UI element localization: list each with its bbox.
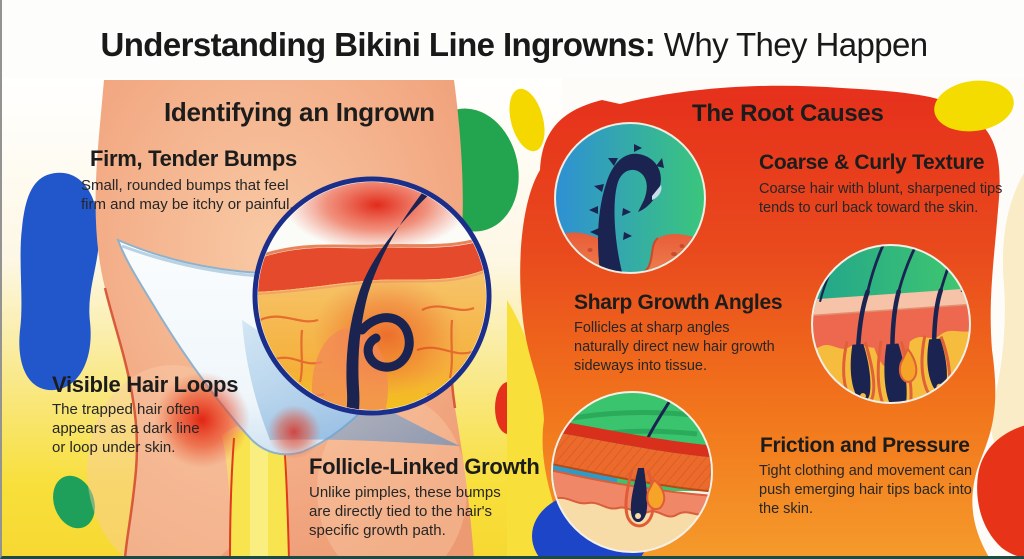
small-green-blob	[53, 475, 95, 529]
small-yellow-blob	[509, 88, 545, 152]
left-panel-art	[2, 78, 562, 556]
item-description: Tight clothing and movement can push eme…	[759, 463, 973, 517]
yellow-wedge	[507, 300, 551, 556]
item-description: The trapped hair often appears as a dark…	[52, 401, 200, 457]
right-panel-art	[507, 78, 1024, 556]
ingrown-hair-cross-section-illustration	[252, 176, 492, 416]
page-title-bold: Understanding Bikini Line Ingrowns:	[100, 26, 656, 63]
cream-blob	[990, 173, 1024, 470]
item-description: Follicles at sharp angles naturally dire…	[574, 320, 775, 374]
page-title: Understanding Bikini Line Ingrowns: Why …	[2, 26, 1024, 64]
item-description: Coarse hair with blunt, sharpened tips t…	[759, 181, 1003, 216]
page-title-regular: Why They Happen	[655, 26, 928, 63]
item-title: Firm, Tender Bumps	[90, 146, 297, 171]
curly-hair-hook-illustration	[554, 122, 706, 274]
yellow-oval-blob	[934, 80, 1014, 132]
irritation-spot	[267, 405, 321, 459]
blue-blob	[19, 172, 100, 391]
item-title: Follicle-Linked Growth	[309, 454, 540, 479]
item-title: Friction and Pressure	[760, 434, 970, 457]
right-section-heading: The Root Causes	[692, 100, 884, 127]
item-title: Coarse & Curly Texture	[759, 151, 985, 174]
left-section-heading: Identifying an Ingrown	[164, 97, 435, 127]
irritation-spot	[154, 372, 250, 468]
item-description: Unlike pimples, these bumps are directly…	[309, 484, 501, 540]
fabric-over-hair-illustration	[551, 391, 713, 553]
item-title: Visible Hair Loops	[52, 372, 239, 397]
item-description: Small, rounded bumps that feel firm and …	[81, 177, 294, 214]
item-title: Sharp Growth Angles	[574, 291, 783, 314]
red-corner-blob	[977, 425, 1024, 556]
